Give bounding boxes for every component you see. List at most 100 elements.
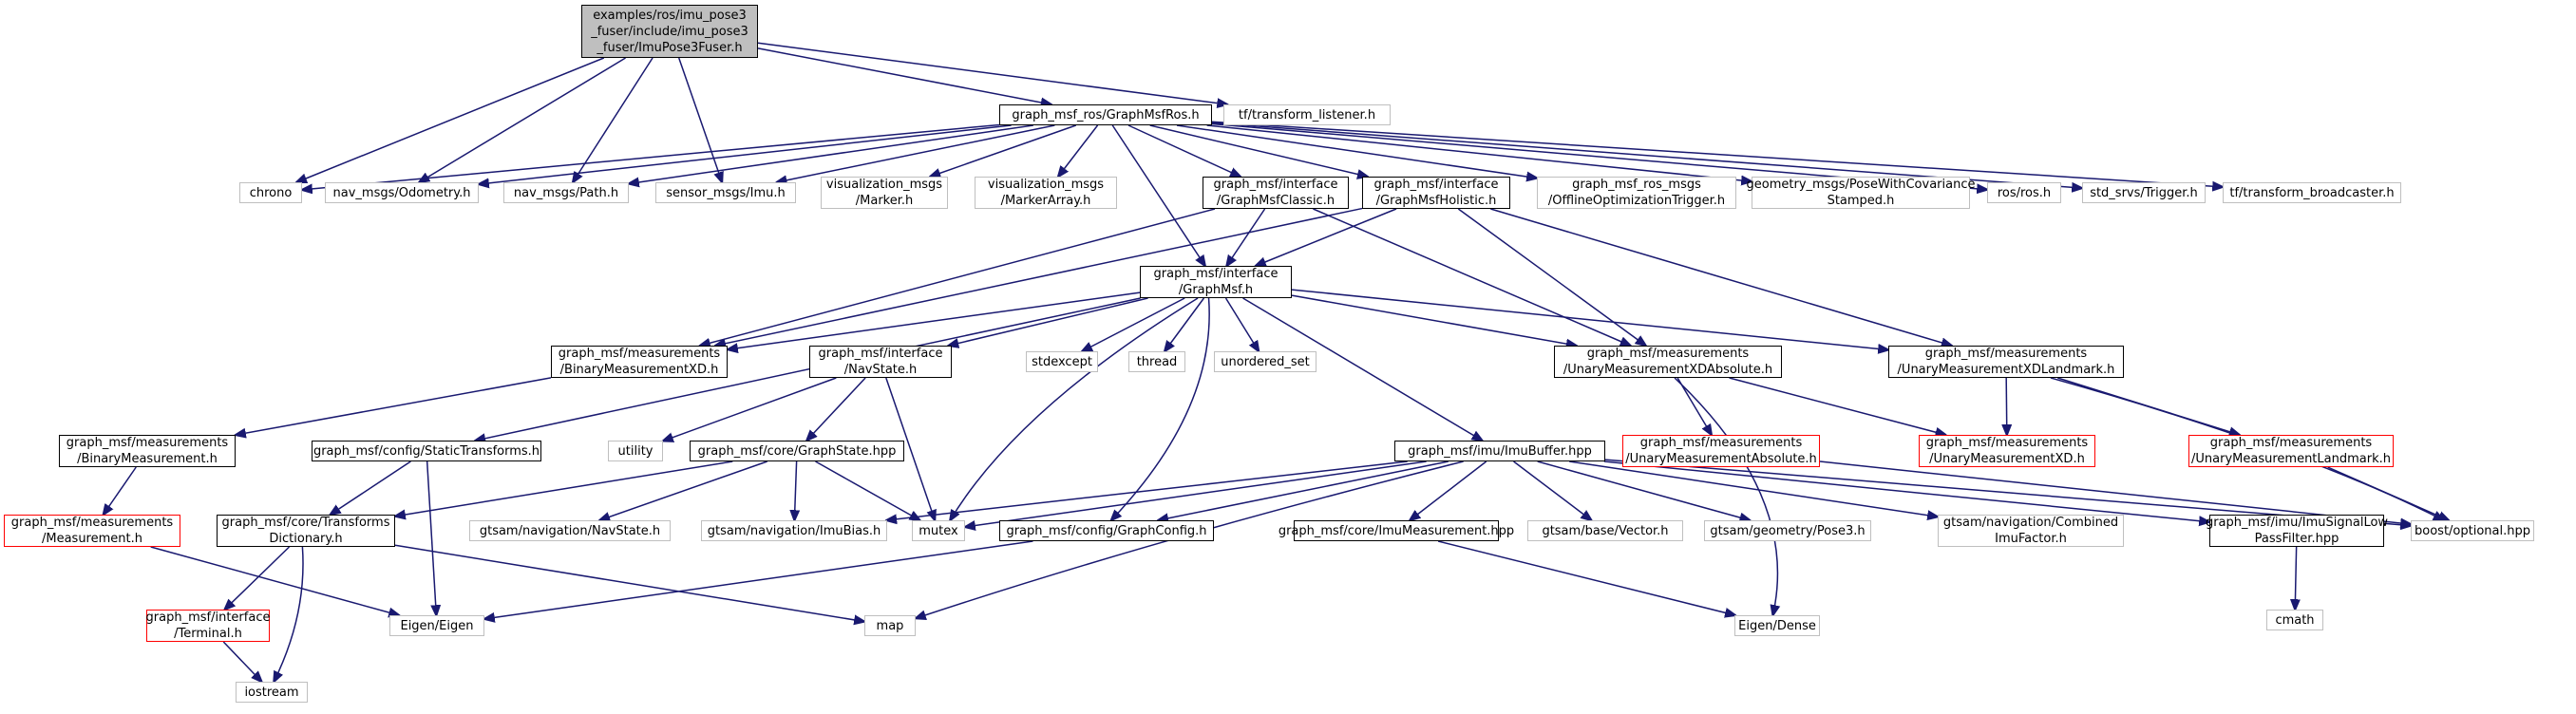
edge-imumeas-to-eigendense xyxy=(1437,540,1735,615)
node-binaryxd[interactable]: graph_msf/measurements /BinaryMeasuremen… xyxy=(551,346,728,378)
edge-imubuffer-to-vector xyxy=(1513,460,1592,520)
edge-imubuffer-to-combined xyxy=(1569,460,1938,517)
node-pose3: gtsam/geometry/Pose3.h xyxy=(1704,520,1871,541)
edge-holistic-to-unarylandmark xyxy=(1490,208,1951,346)
node-graphmsf[interactable]: graph_msf/interface /GraphMsf.h xyxy=(1140,266,1292,298)
edge-graphmsfros-to-classic xyxy=(1127,124,1241,177)
edge-graphmsf-to-navstate xyxy=(948,297,1148,346)
node-measxd[interactable]: graph_msf/measurements /UnaryMeasurement… xyxy=(1919,435,2095,467)
node-tfbroadcaster: tf/transform_broadcaster.h xyxy=(2223,182,2401,203)
node-transforms[interactable]: graph_msf/core/Transforms Dictionary.h xyxy=(217,515,395,547)
edge-graphmsfros-to-offline xyxy=(1176,124,1537,178)
edge-binary-to-measurement xyxy=(104,466,137,515)
node-chrono: chrono xyxy=(239,182,302,203)
node-iostream: iostream xyxy=(236,682,308,703)
edge-graphconfig-to-eigen xyxy=(484,540,1033,619)
node-utility: utility xyxy=(608,441,663,461)
edge-lowpass-to-cmath xyxy=(2295,546,2296,610)
node-imubias: gtsam/navigation/ImuBias.h xyxy=(701,520,887,541)
node-measabs[interactable]: graph_msf/measurements /UnaryMeasurement… xyxy=(1622,435,1820,467)
edge-graphmsf-to-stdexcept xyxy=(1082,297,1185,351)
edge-transforms-to-iostream xyxy=(274,546,304,682)
edge-root-to-odom xyxy=(419,57,626,182)
node-stdexcept: stdexcept xyxy=(1026,351,1098,372)
node-vector: gtsam/base/Vector.h xyxy=(1527,520,1683,541)
edge-graphmsf-to-unordered xyxy=(1224,297,1260,351)
edge-unaryabs-to-measxd xyxy=(1729,377,1946,435)
node-classic[interactable]: graph_msf/interface /GraphMsfClassic.h xyxy=(1203,177,1349,209)
node-offline: graph_msf_ros_msgs /OfflineOptimizationT… xyxy=(1537,177,1736,209)
edge-graphmsfros-to-path xyxy=(629,124,1033,183)
node-imumeas[interactable]: graph_msf/core/ImuMeasurement.hpp xyxy=(1279,520,1514,541)
edge-navstate-to-utility xyxy=(663,377,837,441)
node-thread: thread xyxy=(1128,351,1185,372)
edge-graphmsf-to-statictf xyxy=(475,297,1141,441)
node-navstate[interactable]: graph_msf/interface /NavState.h xyxy=(809,346,952,378)
node-marker: visualization_msgs /Marker.h xyxy=(821,177,948,209)
edge-imubuffer-to-graphconfig xyxy=(1158,460,1449,520)
edge-graphmsf-to-unaryabs xyxy=(1291,294,1577,346)
edge-root-to-path xyxy=(573,57,653,182)
edge-graphmsfros-to-tfbroadcaster xyxy=(1211,121,2223,187)
node-unarylandmark[interactable]: graph_msf/measurements /UnaryMeasurement… xyxy=(1888,346,2124,378)
edge-holistic-to-graphmsf xyxy=(1256,208,1397,266)
node-eigen: Eigen/Eigen xyxy=(389,615,484,636)
edge-transforms-to-map xyxy=(394,544,864,621)
edge-graphmsfros-to-marker xyxy=(930,124,1076,177)
edge-imubuffer-to-pose3 xyxy=(1537,460,1751,520)
node-posecov: geometry_msgs/PoseWithCovariance Stamped… xyxy=(1746,177,1976,209)
edge-unaryabs-to-measabs xyxy=(1676,377,1712,435)
node-imuh: sensor_msgs/Imu.h xyxy=(655,182,796,203)
node-binary[interactable]: graph_msf/measurements /BinaryMeasuremen… xyxy=(59,435,236,467)
edge-graphmsfros-to-chrono xyxy=(302,123,1000,189)
edge-imubuffer-to-imubias xyxy=(886,460,1408,520)
node-combined: gtsam/navigation/Combined ImuFactor.h xyxy=(1938,515,2124,547)
node-graphconfig[interactable]: graph_msf/config/GraphConfig.h xyxy=(999,520,1214,541)
node-measurement[interactable]: graph_msf/measurements /Measurement.h xyxy=(4,515,180,547)
edge-classic-to-unaryabs xyxy=(1313,208,1630,346)
edge-root-to-imuh xyxy=(678,57,722,182)
edge-root-to-chrono xyxy=(296,57,605,182)
edge-holistic-to-binaryxd xyxy=(715,207,1363,346)
node-mutex: mutex xyxy=(912,520,965,541)
edge-binaryxd-to-binary xyxy=(236,377,552,435)
edge-graphmsf-to-thread xyxy=(1165,297,1205,351)
node-lowpass[interactable]: graph_msf/imu/ImuSignalLow PassFilter.hp… xyxy=(2205,515,2389,547)
edge-terminal-to-iostream xyxy=(222,641,261,682)
edge-graphstate-to-imubias xyxy=(794,460,796,520)
node-unordered: unordered_set xyxy=(1214,351,1316,372)
node-imubuffer[interactable]: graph_msf/imu/ImuBuffer.hpp xyxy=(1394,441,1605,461)
node-terminal[interactable]: graph_msf/interface /Terminal.h xyxy=(145,610,271,642)
node-map: map xyxy=(864,615,916,636)
edge-measurement-to-eigen xyxy=(150,546,399,615)
node-statictf[interactable]: graph_msf/config/StaticTransforms.h xyxy=(312,441,541,461)
edge-unarylandmark-to-measxd xyxy=(2006,377,2007,435)
edge-imubuffer-to-lowpass xyxy=(1603,460,2209,522)
node-eigendense: Eigen/Dense xyxy=(1734,615,1820,636)
edge-holistic-to-unaryabs xyxy=(1457,208,1645,346)
node-unaryabs[interactable]: graph_msf/measurements /UnaryMeasurement… xyxy=(1554,346,1782,378)
edge-graphmsf-to-unarylandmark xyxy=(1291,289,1888,349)
edge-measlandmark-to-optional xyxy=(2327,466,2449,520)
node-graphstate[interactable]: graph_msf/core/GraphState.hpp xyxy=(690,441,904,461)
edge-root-to-tflistener xyxy=(757,42,1227,104)
node-tflistener: tf/transform_listener.h xyxy=(1223,104,1391,125)
edge-graphmsfros-to-graphmsf xyxy=(1111,124,1205,266)
node-graphmsfros[interactable]: graph_msf_ros/GraphMsfRos.h xyxy=(999,104,1212,125)
edge-transforms-to-terminal xyxy=(225,546,291,610)
edge-classic-to-binaryxd xyxy=(700,208,1216,346)
node-measlandmark[interactable]: graph_msf/measurements /UnaryMeasurement… xyxy=(2188,435,2394,467)
edge-graphmsfros-to-holistic xyxy=(1149,124,1368,177)
edge-graphmsf-to-graphconfig xyxy=(1111,297,1210,520)
edge-statictf-to-transforms xyxy=(331,460,411,515)
node-cmath: cmath xyxy=(2266,610,2323,630)
node-holistic[interactable]: graph_msf/interface /GraphMsfHolistic.h xyxy=(1362,177,1510,209)
edge-imubuffer-to-mutex xyxy=(965,460,1427,527)
node-trigger: std_srvs/Trigger.h xyxy=(2082,182,2206,203)
edge-graphmsf-to-mutex xyxy=(950,297,1199,520)
edge-root-to-graphmsfros xyxy=(757,47,1051,104)
edge-unaryabs-to-eigendense xyxy=(1674,377,1777,615)
edge-imubuffer-to-imumeas xyxy=(1410,460,1487,520)
edge-navstate-to-graphstate xyxy=(806,377,866,441)
